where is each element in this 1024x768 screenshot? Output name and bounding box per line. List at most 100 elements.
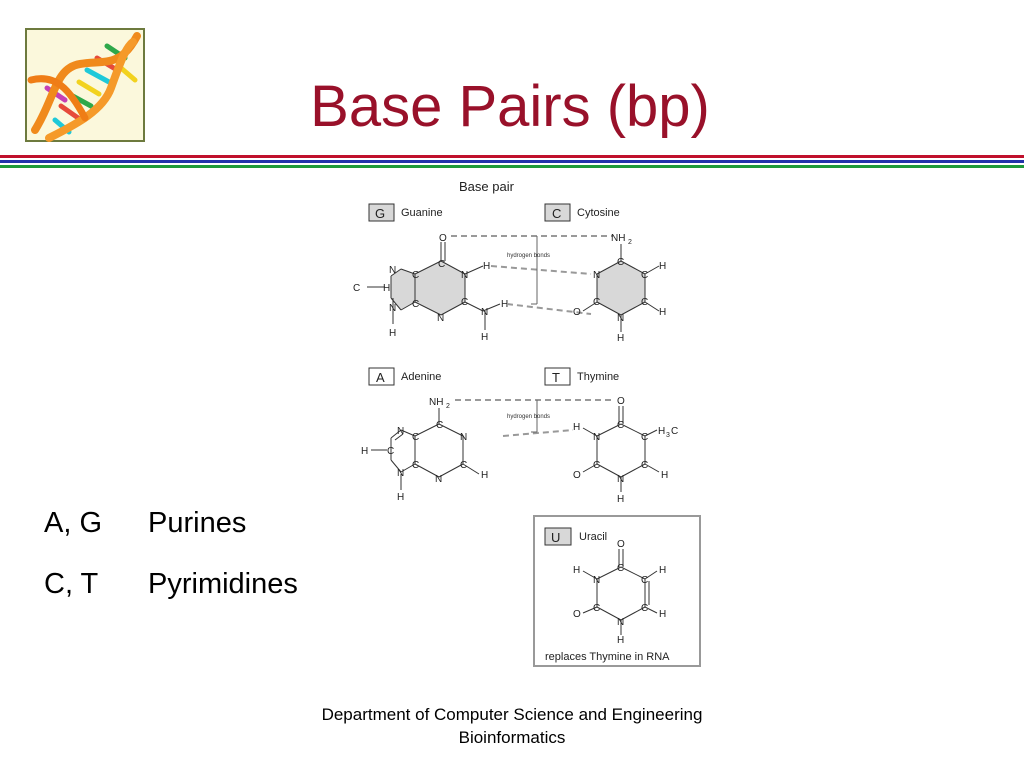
svg-text:NH: NH xyxy=(429,397,443,408)
svg-text:C: C xyxy=(641,270,648,281)
svg-text:2: 2 xyxy=(628,239,632,246)
svg-text:O: O xyxy=(573,470,581,481)
svg-text:C: C xyxy=(641,603,648,614)
svg-text:Thymine: Thymine xyxy=(577,371,619,383)
svg-text:C: C xyxy=(412,270,419,281)
svg-text:N: N xyxy=(461,270,468,281)
svg-text:N: N xyxy=(389,265,396,276)
pyrimidine-label: Pyrimidines xyxy=(148,568,298,600)
guanine-atoms: O C N H C N C C N N C H H N H H xyxy=(353,233,508,343)
base-pair-diagram: Base pair G Guanine C Cytosine xyxy=(353,179,678,505)
svg-text:N: N xyxy=(617,313,624,324)
svg-text:C: C xyxy=(617,257,624,268)
svg-text:N: N xyxy=(460,432,467,443)
cytosine-structure xyxy=(582,244,660,332)
svg-text:C: C xyxy=(593,297,600,308)
svg-text:C: C xyxy=(617,563,624,574)
at-hydrogen-bonds-label: hydrogen bonds xyxy=(507,414,550,420)
svg-text:H: H xyxy=(389,328,396,339)
svg-text:C: C xyxy=(387,446,394,457)
svg-text:N: N xyxy=(481,307,488,318)
cytosine-atoms: NH 2 C C H C H N H C O N xyxy=(573,233,666,344)
svg-text:N: N xyxy=(617,474,624,485)
svg-text:C: C xyxy=(641,575,648,586)
svg-text:H: H xyxy=(361,446,368,457)
pyrimidine-bases: C, T xyxy=(44,568,99,600)
svg-text:C: C xyxy=(641,297,648,308)
svg-text:2: 2 xyxy=(446,403,450,410)
svg-text:C: C xyxy=(552,206,561,221)
svg-text:N: N xyxy=(593,432,600,443)
svg-text:H: H xyxy=(481,332,488,343)
svg-text:C: C xyxy=(460,460,467,471)
page-title: Base Pairs (bp) xyxy=(310,74,710,139)
svg-text:A: A xyxy=(376,370,385,385)
svg-text:H: H xyxy=(617,333,624,344)
uracil-atoms: O C C H C H N H C O N H xyxy=(573,539,666,646)
svg-text:H: H xyxy=(383,283,390,294)
footer-department: Department of Computer Science and Engin… xyxy=(321,705,703,724)
svg-text:N: N xyxy=(397,468,404,479)
svg-text:O: O xyxy=(573,307,581,318)
svg-text:O: O xyxy=(439,233,447,244)
uracil-caption: replaces Thymine in RNA xyxy=(545,651,670,663)
svg-text:C: C xyxy=(593,460,600,471)
at-bond-bracket xyxy=(531,400,538,433)
svg-text:H: H xyxy=(617,494,624,505)
svg-text:H: H xyxy=(573,422,580,433)
svg-text:Cytosine: Cytosine xyxy=(577,207,620,219)
purine-bases: A, G xyxy=(44,507,103,539)
svg-text:H: H xyxy=(397,492,404,503)
svg-text:H: H xyxy=(483,261,490,272)
title-rule xyxy=(0,155,1024,171)
label-adenine: A Adenine xyxy=(368,367,441,386)
svg-text:O: O xyxy=(617,539,625,550)
svg-text:C: C xyxy=(438,259,445,270)
gc-hydrogen-bonds xyxy=(451,235,613,315)
svg-text:H: H xyxy=(658,426,665,437)
gc-bond-bracket xyxy=(531,236,538,305)
label-thymine: T Thymine xyxy=(544,367,619,386)
dna-helix-logo xyxy=(25,28,145,142)
svg-text:N: N xyxy=(617,617,624,628)
svg-text:C: C xyxy=(461,297,468,308)
svg-text:H: H xyxy=(659,609,666,620)
svg-text:H: H xyxy=(661,470,668,481)
svg-text:T: T xyxy=(552,370,560,385)
uracil-letter: U xyxy=(551,530,560,545)
svg-text:C: C xyxy=(412,460,419,471)
svg-text:H: H xyxy=(659,307,666,318)
svg-text:H: H xyxy=(501,299,508,310)
svg-text:N: N xyxy=(593,575,600,586)
svg-text:O: O xyxy=(617,396,625,407)
svg-text:C: C xyxy=(436,420,443,431)
svg-text:N: N xyxy=(397,426,404,437)
svg-text:C: C xyxy=(353,283,360,294)
svg-text:C: C xyxy=(412,432,419,443)
label-guanine: G Guanine xyxy=(368,203,443,222)
svg-text:Adenine: Adenine xyxy=(401,371,441,383)
svg-text:Guanine: Guanine xyxy=(401,207,443,219)
svg-text:H: H xyxy=(573,565,580,576)
svg-text:H: H xyxy=(659,261,666,272)
svg-text:N: N xyxy=(435,474,442,485)
svg-text:C: C xyxy=(671,426,678,437)
svg-text:NH: NH xyxy=(611,233,625,244)
gc-hydrogen-bonds-label: hydrogen bonds xyxy=(507,253,550,259)
svg-text:N: N xyxy=(437,313,444,324)
purines-line: A, G Purines xyxy=(44,506,246,540)
thymine-atoms: O C C H 3 C C H N H C O N H xyxy=(573,396,678,505)
uracil-panel: U Uracil O C C H C H N H C xyxy=(533,515,701,667)
svg-text:H: H xyxy=(659,565,666,576)
adenine-structure xyxy=(371,408,480,490)
svg-text:H: H xyxy=(481,470,488,481)
thymine-structure xyxy=(582,406,660,492)
guanine-structure xyxy=(367,242,501,330)
adenine-atoms: NH 2 C N C H N C C N C N H H xyxy=(361,397,488,503)
uracil-structure xyxy=(582,549,658,635)
purine-label: Purines xyxy=(148,507,247,539)
svg-text:H: H xyxy=(617,635,624,646)
at-hydrogen-bonds xyxy=(455,399,613,437)
svg-text:C: C xyxy=(617,420,624,431)
